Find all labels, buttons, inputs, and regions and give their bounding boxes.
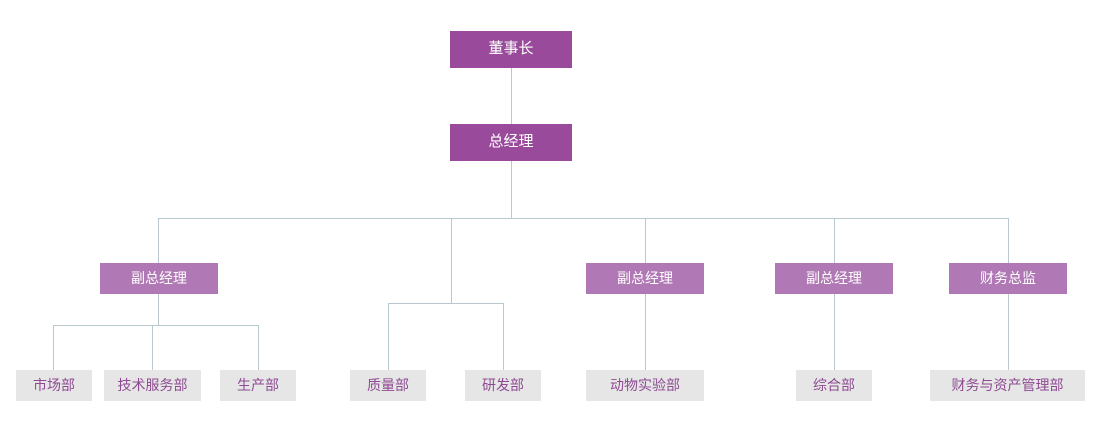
node-label-chairman: 董事长 xyxy=(488,40,534,58)
connector-gm-to-bus xyxy=(511,161,512,218)
node-label-finance-asset: 财务与资产管理部 xyxy=(951,376,1064,393)
node-label-animal-lab: 动物实验部 xyxy=(610,376,680,393)
connector-deputy-gm-3-to-animal-lab xyxy=(645,294,646,370)
connector-bus-to-deputy-gm-4 xyxy=(834,218,835,263)
node-chairman[interactable]: 董事长 xyxy=(450,31,572,68)
connector-subbus-to-quality xyxy=(388,303,389,370)
node-label-deputy-gm-3: 副总经理 xyxy=(617,269,673,286)
node-tech-service[interactable]: 技术服务部 xyxy=(104,370,201,401)
connector-subbus-deputy-gm-1 xyxy=(53,325,259,326)
node-label-deputy-gm-1: 副总经理 xyxy=(131,269,187,286)
connector-bus-to-quality-rnd-group xyxy=(451,218,452,303)
node-rnd[interactable]: 研发部 xyxy=(465,370,541,401)
connector-bus-to-deputy-gm-3 xyxy=(645,218,646,263)
node-label-quality: 质量部 xyxy=(367,376,409,393)
node-deputy-gm-4[interactable]: 副总经理 xyxy=(775,263,893,294)
node-quality[interactable]: 质量部 xyxy=(350,370,426,401)
connector-cfo-to-finance-asset xyxy=(1008,294,1009,370)
node-general-manager[interactable]: 总经理 xyxy=(450,124,572,161)
connector-subbus-quality-rnd xyxy=(388,303,504,304)
node-cfo[interactable]: 财务总监 xyxy=(949,263,1067,294)
connector-subbus-to-tech-service xyxy=(152,325,153,370)
node-general-affairs[interactable]: 综合部 xyxy=(796,370,872,401)
connector-main-bus xyxy=(158,218,1009,219)
node-marketing[interactable]: 市场部 xyxy=(16,370,92,401)
connector-bus-to-cfo xyxy=(1008,218,1009,263)
node-label-general-affairs: 综合部 xyxy=(813,376,855,393)
node-label-tech-service: 技术服务部 xyxy=(117,376,188,393)
connector-bus-to-deputy-gm-1 xyxy=(158,218,159,263)
connector-subbus-to-marketing xyxy=(53,325,54,370)
node-label-rnd: 研发部 xyxy=(482,376,524,393)
node-label-production: 生产部 xyxy=(237,376,279,393)
connector-deputy-gm-4-to-general-affairs xyxy=(834,294,835,370)
connector-subbus-to-production xyxy=(258,325,259,370)
node-production[interactable]: 生产部 xyxy=(220,370,296,401)
node-deputy-gm-1[interactable]: 副总经理 xyxy=(100,263,218,294)
node-label-marketing: 市场部 xyxy=(33,376,75,393)
node-label-cfo: 财务总监 xyxy=(980,269,1036,286)
node-animal-lab[interactable]: 动物实验部 xyxy=(586,370,704,401)
node-label-general-manager: 总经理 xyxy=(488,133,534,151)
connector-chairman-to-gm xyxy=(511,68,512,124)
node-finance-asset[interactable]: 财务与资产管理部 xyxy=(930,370,1085,401)
node-deputy-gm-3[interactable]: 副总经理 xyxy=(586,263,704,294)
connector-deputy-gm-1-to-subbus xyxy=(158,294,159,325)
node-label-deputy-gm-4: 副总经理 xyxy=(806,269,862,286)
connector-subbus-to-rnd xyxy=(503,303,504,370)
